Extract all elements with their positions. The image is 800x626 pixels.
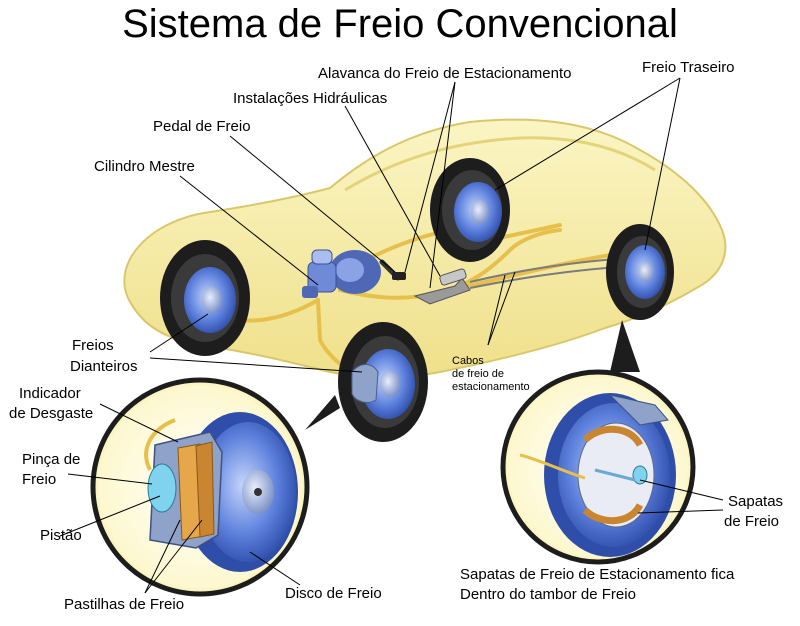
parking-brake-lever [413,268,471,305]
master-cylinder [302,249,381,298]
label-rear-brake: Freio Traseiro [642,59,735,76]
label-brake-disc: Disco de Freio [285,585,382,602]
label-hydraulic-lines: Instalações Hidráulicas [233,90,388,107]
drum-brake-detail [500,369,696,565]
label-front-brakes-line2: Dianteiros [70,358,138,375]
label-caliper-line2: Freio [22,471,57,488]
label-front-brakes-line1: Freios [72,337,114,354]
label-brake-shoes-line2: de Freio [724,513,780,530]
label-cables-line1: Cabos [452,355,484,367]
label-parking-shoes-note-line2: Dentro do tambor de Freio [460,586,636,603]
front-left-wheel [160,240,250,356]
disc-brake-detail [90,377,310,597]
label-parking-brake-lever: Alavanca do Freio de Estacionamento [318,65,572,82]
label-wear-indicator-line2: de Desgaste [9,405,94,422]
diagram-title: Sistema de Freio Convencional [122,2,678,46]
front-right-wheel [338,322,428,442]
label-parking-shoes-note-line1: Sapatas de Freio de Estacionamento fica [460,566,735,583]
brake-pedal [379,259,406,281]
label-brake-pedal: Pedal de Freio [153,118,251,135]
label-piston: Pistão [40,527,82,544]
label-brake-shoes-line1: Sapatas [728,493,784,510]
rear-right-wheel [606,224,674,320]
label-master-cylinder: Cilindro Mestre [94,158,195,175]
label-cables-line3: estacionamento [452,381,530,393]
label-caliper-line1: Pinça de [22,451,81,468]
label-brake-pads: Pastilhas de Freio [64,596,185,613]
leader-lines [59,77,724,594]
label-cables-line2: de freio de [452,368,504,380]
label-wear-indicator-line1: Indicador [19,385,81,402]
rear-left-wheel [430,158,510,262]
